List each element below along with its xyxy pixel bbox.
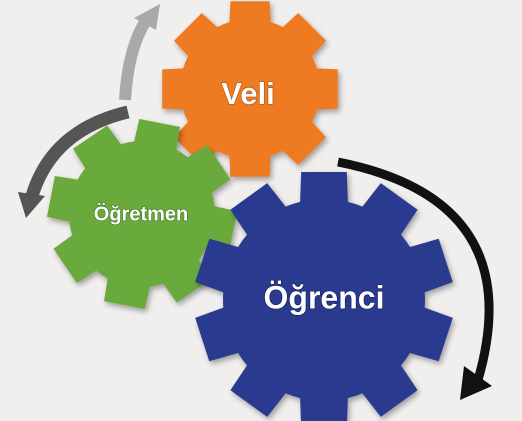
gear-label-ogretmen: Öğretmen [94,202,188,225]
gear-label-ogrenci: Öğrenci [264,279,385,315]
gear-label-veli: Veli [221,76,274,111]
arrow-veli-to-ogretmen [18,105,130,218]
arrow-ogretmen-to-veli [119,4,160,101]
gear-ogretmen: Öğretmen [47,119,237,309]
gear-ogrenci: Öğrenci [195,172,453,421]
arrow-veli-to-ogrenci [337,157,494,400]
gear-veli: Veli [162,1,338,177]
